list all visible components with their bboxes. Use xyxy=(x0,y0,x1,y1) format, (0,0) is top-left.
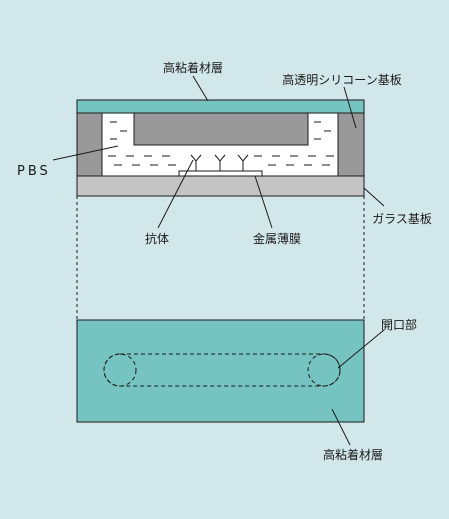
label-glass-substrate: ガラス基板 xyxy=(372,212,432,226)
leader-pbs xyxy=(52,145,119,161)
leader-metal-film xyxy=(254,175,273,229)
cross-section-view xyxy=(76,99,365,197)
label-adhesive-bottom: 高粘着材層 xyxy=(323,447,383,462)
label-pbs: PBS xyxy=(17,164,51,179)
label-metal-film: 金属薄膜 xyxy=(253,231,301,246)
adhesive-layer-top xyxy=(76,99,365,114)
antibody-group xyxy=(190,154,249,171)
antibody-2 xyxy=(214,154,226,171)
leader-glass xyxy=(363,187,385,207)
glass-substrate xyxy=(76,175,365,197)
opening-circles xyxy=(103,353,341,387)
antibody-3 xyxy=(237,154,249,171)
label-antibody: 抗体 xyxy=(145,231,169,246)
antibody-1 xyxy=(190,154,202,171)
label-silicone-substrate: 高透明シリコーン基板 xyxy=(282,72,401,87)
plan-view xyxy=(76,319,365,423)
projection-lines xyxy=(76,196,365,320)
label-opening: 開口部 xyxy=(381,317,417,332)
leader-opening xyxy=(337,329,385,369)
leader-antibody xyxy=(157,159,194,229)
opening-circle-left xyxy=(103,353,137,387)
leader-adhesive-bottom xyxy=(331,408,351,446)
opening-circle-right xyxy=(307,353,341,387)
leader-adhesive-top xyxy=(192,75,209,102)
labels: 高粘着材層 高透明シリコーン基板 PBS ガラス基板 抗体 金属薄膜 開口部 高… xyxy=(17,60,432,462)
leader-lines xyxy=(52,75,385,446)
metal-thin-film xyxy=(178,170,263,177)
pbs-liquid-marks xyxy=(108,121,334,166)
adhesive-layer-plan xyxy=(76,319,365,423)
leader-silicone xyxy=(343,86,357,129)
label-adhesive-top: 高粘着材層 xyxy=(163,60,223,75)
